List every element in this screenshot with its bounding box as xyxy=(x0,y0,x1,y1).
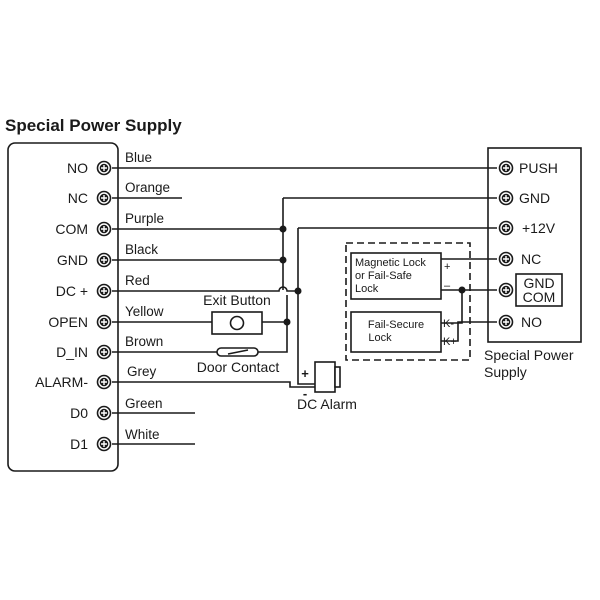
wire-label-white: White xyxy=(125,427,160,442)
wire-grey xyxy=(112,381,315,388)
screw-terminal-icon xyxy=(96,283,112,299)
alarm-plus-sign: + xyxy=(301,366,309,381)
magnetic-lock: Magnetic Lock or Fail-Safe Lock + – xyxy=(350,252,451,300)
junction-dot xyxy=(279,256,287,264)
wire-label-black: Black xyxy=(125,242,158,257)
junction-dot xyxy=(283,318,291,326)
wire-k-minus xyxy=(441,290,463,324)
magnetic-lock-box xyxy=(350,252,442,300)
wire-label-green: Green xyxy=(125,396,163,411)
wire-alarm-plus xyxy=(297,228,315,385)
terminal-label-com: COM xyxy=(55,221,88,237)
fail-secure-lock-box xyxy=(350,311,442,353)
controller-screw-icons xyxy=(96,160,112,452)
wire-gnd-to-door xyxy=(258,295,288,353)
exit-button-knob xyxy=(229,315,245,331)
psu-terminals: PUSH GND +12V NC GND COM NO xyxy=(515,160,563,330)
screw-terminal-icon xyxy=(96,190,112,206)
gnd-com-box xyxy=(515,273,563,307)
screw-terminal-icon xyxy=(96,405,112,421)
door-contact-switch xyxy=(227,349,249,355)
screw-terminal-icon xyxy=(498,282,514,298)
screw-terminal-icon xyxy=(96,436,112,452)
terminal-label-open: OPEN xyxy=(48,314,88,330)
psu-terminal-no: NO xyxy=(521,314,542,330)
exit-button-body xyxy=(211,311,263,335)
wire-labels: Blue Orange Purple Black Red Yellow Brow… xyxy=(125,150,170,442)
terminal-label-no: NO xyxy=(67,160,88,176)
lock-options-enclosure xyxy=(345,242,471,361)
magnetic-lock-label-3: Lock xyxy=(355,283,379,295)
alarm-body xyxy=(314,361,336,393)
screw-terminal-icon xyxy=(96,314,112,330)
screw-terminal-icon xyxy=(498,220,514,236)
junction-dot xyxy=(294,287,302,295)
magnetic-lock-plus: + xyxy=(444,261,450,273)
screw-terminal-icon xyxy=(498,314,514,330)
wire-k-plus-to-no xyxy=(441,321,497,342)
wire-label-red: Red xyxy=(125,273,150,288)
terminal-label-d-in: D_IN xyxy=(56,344,88,360)
exit-button: Exit Button xyxy=(203,292,271,335)
fail-secure-k-plus: K+ xyxy=(443,336,457,348)
magnetic-lock-label-2: or Fail-Safe xyxy=(355,270,412,282)
wire-label-blue: Blue xyxy=(125,150,152,165)
door-contact-label: Door Contact xyxy=(197,359,280,375)
wire-label-orange: Orange xyxy=(125,180,170,195)
dc-alarm: + - DC Alarm xyxy=(297,361,357,412)
junction-dot xyxy=(279,225,287,233)
alarm-minus-sign: - xyxy=(303,386,307,401)
controller-terminals: NO NC COM GND DC + OPEN D_IN ALARM- D0 D… xyxy=(35,160,88,452)
terminal-label-dc-plus: DC + xyxy=(56,283,88,299)
terminal-label-d1: D1 xyxy=(70,436,88,452)
terminal-label-alarm: ALARM- xyxy=(35,374,88,390)
power-supply-box xyxy=(487,147,582,343)
wire-label-brown: Brown xyxy=(125,334,163,349)
psu-terminal-push: PUSH xyxy=(519,160,558,176)
door-contact: Door Contact xyxy=(197,347,280,375)
terminal-label-gnd: GND xyxy=(57,252,88,268)
screw-terminal-icon xyxy=(96,252,112,268)
screw-terminal-icon xyxy=(96,160,112,176)
psu-caption-2: Supply xyxy=(484,364,527,380)
psu-screw-icons xyxy=(498,160,514,330)
psu-terminal-nc: NC xyxy=(521,251,541,267)
fail-secure-label-1: Fail-Secure xyxy=(368,319,424,331)
fail-secure-label-2: Lock xyxy=(368,332,392,344)
fail-secure-lock: Fail-Secure Lock K- K+ xyxy=(350,311,457,353)
wire-label-yellow: Yellow xyxy=(125,304,164,319)
dc-alarm-label: DC Alarm xyxy=(297,396,357,412)
terminal-label-nc: NC xyxy=(68,190,88,206)
psu-terminal-12v: +12V xyxy=(522,220,556,236)
screw-terminal-icon xyxy=(498,251,514,267)
terminal-label-d0: D0 xyxy=(70,405,88,421)
junction-dots xyxy=(279,225,466,326)
magnetic-lock-minus: – xyxy=(444,280,451,292)
wire-label-grey: Grey xyxy=(127,364,157,379)
diagram-title: Special Power Supply xyxy=(5,116,182,135)
magnetic-lock-label-1: Magnetic Lock xyxy=(355,257,426,269)
psu-terminal-gnd: GND xyxy=(519,190,550,206)
alarm-horn xyxy=(334,366,341,388)
controller-box xyxy=(7,142,119,472)
fail-secure-k-minus: K- xyxy=(443,318,454,330)
psu-terminal-gnd-com-2: COM xyxy=(523,289,556,305)
screw-terminal-icon xyxy=(96,221,112,237)
wire-label-purple: Purple xyxy=(125,211,164,226)
wire-red xyxy=(112,286,298,292)
screw-terminal-icon xyxy=(96,344,112,360)
junction-dot xyxy=(458,286,466,294)
screw-terminal-icon xyxy=(498,160,514,176)
screw-terminal-icon xyxy=(96,374,112,390)
screw-terminal-icon xyxy=(498,190,514,206)
psu-caption-1: Special Power xyxy=(484,347,574,363)
psu-terminal-gnd-com-1: GND xyxy=(523,275,554,291)
exit-button-label: Exit Button xyxy=(203,292,271,308)
